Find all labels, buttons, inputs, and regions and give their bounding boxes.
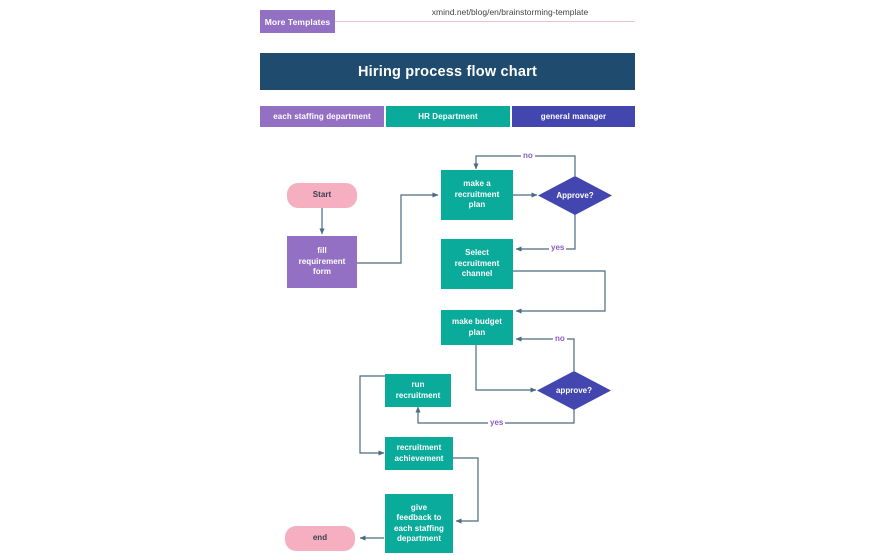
top-divider	[335, 21, 635, 22]
node-end-label: end	[312, 533, 328, 543]
node-run-recruitment[interactable]: run recruitment	[385, 374, 451, 407]
edge-budget-plan-to-approve2	[475, 344, 537, 393]
node-run-recruitment-line2: recruitment	[395, 390, 441, 400]
edge-select-channel-to-budget-plan	[513, 270, 606, 314]
node-start-label: Start	[312, 190, 332, 200]
node-fill-form-line1: fill	[317, 246, 327, 256]
edge-approve1-no-to-make-plan	[473, 155, 576, 176]
node-make-recruitment-plan[interactable]: make a recruitment plan	[441, 170, 513, 220]
node-select-channel-line1: Select	[465, 248, 489, 258]
node-achievement-line2: achievement	[394, 453, 444, 463]
edge-approve2-yes-to-run-recruitment	[415, 406, 575, 424]
edge-fill-form-to-make-plan	[357, 192, 439, 264]
node-feedback-line1: give	[410, 502, 428, 512]
node-approve-decision-1[interactable]: Approve?	[538, 176, 612, 215]
node-start[interactable]: Start	[287, 183, 357, 208]
node-budget-plan-line2: plan	[468, 327, 486, 337]
diamond-shape-icon	[537, 371, 611, 410]
node-feedback-line4: department	[396, 534, 442, 543]
node-make-plan-line3: plan	[468, 200, 486, 210]
page-title: Hiring process flow chart	[260, 53, 635, 90]
node-feedback-line2: feedback to	[396, 513, 442, 522]
node-make-plan-line2: recruitment	[454, 189, 500, 199]
edge-run-recruitment-to-achievement	[359, 375, 385, 456]
legend-item-staffing-department: each staffing department	[260, 106, 384, 127]
more-templates-badge[interactable]: More Templates	[260, 10, 335, 33]
edge-label-yes-top: yes	[549, 243, 567, 252]
node-feedback-line3: each staffing	[394, 523, 444, 533]
edge-label-yes-bottom: yes	[488, 418, 506, 427]
node-fill-form-line3: form	[313, 267, 331, 277]
node-select-channel-line2: recruitment	[454, 258, 500, 268]
node-run-recruitment-line1: run	[411, 380, 425, 389]
edge-label-no-bottom: no	[553, 334, 567, 343]
node-make-plan-line1: make a	[463, 179, 491, 189]
node-select-recruitment-channel[interactable]: Select recruitment channel	[441, 239, 513, 289]
source-url-text: xmind.net/blog/en/brainstorming-template	[431, 7, 589, 17]
node-achievement-line1: recruitment	[396, 443, 442, 452]
node-make-budget-plan[interactable]: make budget plan	[441, 310, 513, 345]
diamond-shape-icon	[538, 176, 612, 215]
swimlane-legend: each staffing department HR Department g…	[260, 106, 635, 127]
edge-label-no-top: no	[521, 151, 535, 160]
node-approve2-label: approve?	[555, 386, 592, 395]
legend-item-general-manager: general manager	[512, 106, 635, 127]
edge-achievement-to-feedback	[453, 457, 479, 524]
node-approve-decision-2[interactable]: approve?	[537, 371, 611, 410]
legend-item-hr-department: HR Department	[386, 106, 510, 127]
edge-approve2-no-to-budget-plan	[515, 336, 575, 371]
node-select-channel-line3: channel	[461, 269, 493, 279]
node-approve1-label: Approve?	[556, 191, 594, 200]
node-budget-plan-line1: make budget	[452, 317, 502, 326]
node-give-feedback[interactable]: give feedback to each staffing departmen…	[385, 494, 453, 553]
edge-approve1-yes-to-select-channel	[515, 214, 576, 252]
node-fill-requirement-form[interactable]: fill requirement form	[287, 236, 357, 288]
node-fill-form-line2: requirement	[298, 256, 346, 266]
node-end[interactable]: end	[285, 526, 355, 551]
node-recruitment-achievement[interactable]: recruitment achievement	[385, 437, 453, 470]
top-bar: More Templates xmind.net/blog/en/brainst…	[0, 0, 896, 46]
